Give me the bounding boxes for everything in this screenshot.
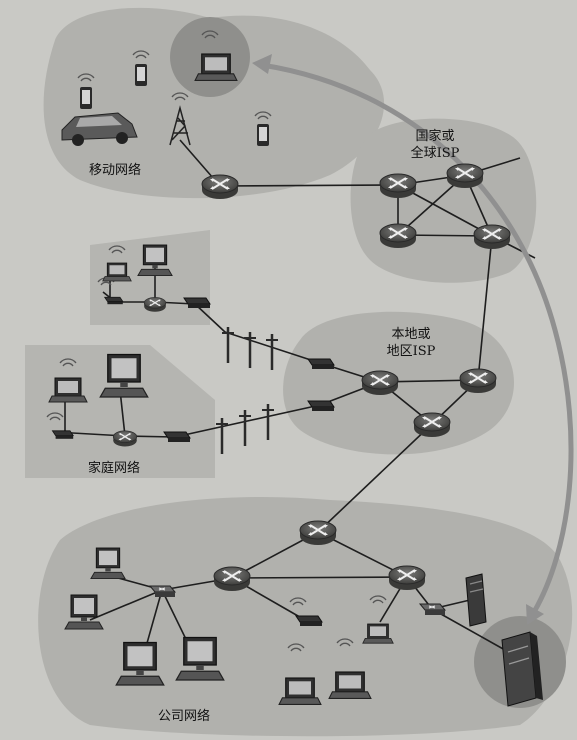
desktop-pc-icon: [64, 594, 104, 630]
phone-icon: [257, 124, 269, 146]
cell-tower-icon: [169, 92, 191, 146]
laptop-icon: [278, 677, 322, 705]
router-icon: [459, 368, 497, 394]
car-icon: [61, 112, 138, 146]
laptop-icon: [194, 53, 238, 81]
desktop-pc-icon: [115, 641, 165, 686]
router-icon: [361, 370, 399, 396]
router-icon: [143, 296, 167, 313]
utility-pole-icon: [220, 325, 236, 365]
laptop-icon: [362, 623, 394, 644]
national-isp-label-line1: 国家或: [415, 129, 455, 144]
laptop-icon: [328, 671, 372, 699]
regional-isp-cloud: [283, 311, 514, 455]
server-icon: [501, 631, 543, 707]
utility-pole-icon: [264, 332, 280, 372]
desktop-pc-icon: [90, 547, 126, 580]
phone-icon: [80, 87, 92, 109]
national-isp-label: 国家或 全球ISP: [402, 128, 468, 162]
phone-icon: [135, 64, 147, 86]
data-path-arrow: [252, 54, 574, 625]
mobile-network-label: 移动网络: [89, 163, 142, 178]
router-icon: [112, 430, 138, 448]
home-network-label: 家庭网络: [88, 461, 141, 476]
regional-isp-label-line1: 本地或: [391, 327, 431, 342]
national-isp-label-line2: 全球ISP: [410, 146, 460, 161]
router-icon: [201, 174, 239, 200]
router-icon: [446, 163, 484, 189]
router-icon: [299, 520, 337, 546]
laptop-icon: [102, 262, 132, 282]
mobile-network-cloud: [43, 7, 385, 199]
router-icon: [213, 566, 251, 592]
desktop-pc-icon: [137, 244, 173, 277]
utility-pole-icon: [242, 330, 258, 370]
router-icon: [379, 223, 417, 249]
enterprise-network-label: 公司网络: [158, 709, 211, 724]
desktop-pc-icon: [175, 636, 225, 681]
utility-pole-icon: [237, 408, 253, 448]
server-icon: [465, 573, 487, 627]
router-icon: [413, 412, 451, 438]
laptop-icon: [48, 377, 88, 403]
regional-isp-label-line2: 地区ISP: [386, 344, 436, 359]
utility-pole-icon: [214, 416, 230, 456]
regional-isp-label: 本地或 地区ISP: [378, 326, 444, 360]
utility-pole-icon: [260, 402, 276, 442]
desktop-pc-icon: [99, 353, 149, 398]
router-icon: [388, 565, 426, 591]
router-icon: [379, 173, 417, 199]
router-icon: [473, 224, 511, 250]
